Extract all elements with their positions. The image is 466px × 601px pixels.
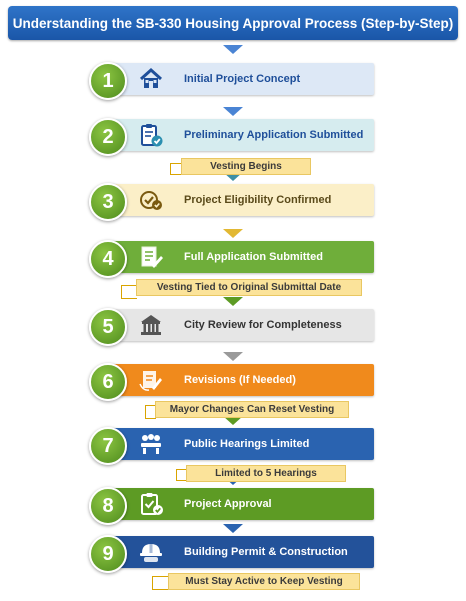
note-callout: Vesting Begins <box>181 158 311 175</box>
note-connector <box>152 576 169 590</box>
step-7-label: Public Hearings Limited <box>184 438 310 450</box>
approval-clipboard-icon <box>138 491 164 517</box>
note-connector <box>176 469 187 481</box>
down-arrow-icon <box>223 352 243 361</box>
step-1-box: Initial Project Concept <box>110 63 374 95</box>
step-5-number: 5 <box>89 308 127 346</box>
down-arrow-icon <box>223 524 243 533</box>
step-2-box: Preliminary Application Submitted <box>110 119 374 151</box>
step-9-number: 9 <box>89 535 127 573</box>
hardhat-icon <box>138 539 164 565</box>
step-9-box: Building Permit & Construction <box>110 536 374 568</box>
step-6-number: 6 <box>89 363 127 401</box>
step-5-label: City Review for Completeness <box>184 319 342 331</box>
city-hall-icon <box>138 312 164 338</box>
meeting-icon <box>138 431 164 457</box>
down-arrow-icon <box>223 107 243 116</box>
note-connector <box>170 163 182 175</box>
step-6-box: Revisions (If Needed) <box>110 364 374 396</box>
step-8-label: Project Approval <box>184 498 272 510</box>
note-connector <box>145 405 156 419</box>
step-8-box: Project Approval <box>110 488 374 520</box>
down-arrow-icon <box>223 229 243 238</box>
down-arrow-icon <box>223 297 243 306</box>
step-6-label: Revisions (If Needed) <box>184 374 296 386</box>
clipboard-check-icon <box>138 122 164 148</box>
document-edit-icon <box>138 244 164 270</box>
down-arrow-icon <box>223 172 243 181</box>
step-7-box: Public Hearings Limited <box>110 428 374 460</box>
step-4-number: 4 <box>89 240 127 278</box>
page-title: Understanding the SB-330 Housing Approva… <box>8 6 458 40</box>
step-5-box: City Review for Completeness <box>110 309 374 341</box>
step-3-number: 3 <box>89 183 127 221</box>
revision-icon <box>138 367 164 393</box>
check-badge-icon <box>138 187 164 213</box>
down-arrow-icon <box>223 416 243 425</box>
note-callout: Vesting Tied to Original Submittal Date <box>136 279 362 296</box>
step-9-label: Building Permit & Construction <box>184 546 348 558</box>
step-3-label: Project Eligibility Confirmed <box>184 194 332 206</box>
step-2-number: 2 <box>89 118 127 156</box>
step-8-number: 8 <box>89 487 127 525</box>
step-4-label: Full Application Submitted <box>184 251 323 263</box>
note-callout: Mayor Changes Can Reset Vesting <box>155 401 349 418</box>
note-connector <box>121 285 137 299</box>
step-3-box: Project Eligibility Confirmed <box>110 184 374 216</box>
house-icon <box>138 66 164 92</box>
title-arrow-icon <box>223 45 243 54</box>
step-7-number: 7 <box>89 427 127 465</box>
step-1-number: 1 <box>89 62 127 100</box>
note-callout: Must Stay Active to Keep Vesting <box>168 573 360 590</box>
step-1-label: Initial Project Concept <box>184 73 301 85</box>
step-4-box: Full Application Submitted <box>110 241 374 273</box>
step-2-label: Preliminary Application Submitted <box>184 129 364 141</box>
title-text: Understanding the SB-330 Housing Approva… <box>12 15 454 31</box>
note-callout: Limited to 5 Hearings <box>186 465 346 482</box>
